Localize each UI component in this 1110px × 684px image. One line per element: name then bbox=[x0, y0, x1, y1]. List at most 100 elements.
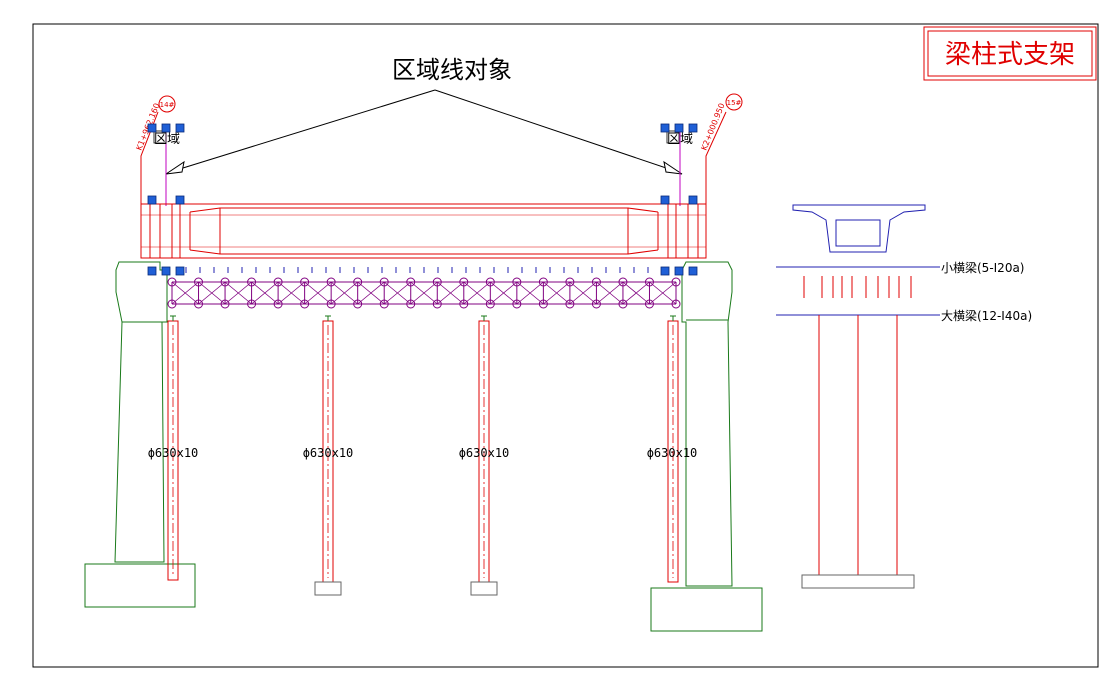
truss-node bbox=[300, 277, 310, 287]
truss-diagonal bbox=[410, 281, 438, 305]
truss-node bbox=[671, 299, 681, 309]
truss-node bbox=[220, 299, 230, 309]
grip-handle[interactable] bbox=[674, 123, 684, 133]
right-pier-number: 15# bbox=[727, 99, 742, 107]
box-girder bbox=[140, 203, 707, 259]
column-1-label: ϕ630x10 bbox=[148, 446, 199, 460]
callout: 区域线对象 bbox=[165, 56, 683, 175]
truss-node bbox=[167, 277, 177, 287]
truss-node bbox=[379, 277, 389, 287]
right-footing bbox=[650, 587, 763, 632]
truss-node bbox=[538, 299, 548, 309]
truss-node bbox=[194, 277, 204, 287]
left-pier-number: 14# bbox=[160, 101, 175, 109]
truss-node bbox=[406, 299, 416, 309]
callout-text: 区域线对象 bbox=[392, 56, 512, 84]
truss-node bbox=[167, 299, 177, 309]
grip-handle[interactable] bbox=[175, 123, 185, 133]
truss-diagonal bbox=[304, 281, 332, 305]
truss-node bbox=[512, 299, 522, 309]
truss-node bbox=[326, 277, 336, 287]
grip-handle[interactable] bbox=[660, 195, 670, 205]
truss-diagonal bbox=[516, 281, 544, 305]
grip-handle[interactable] bbox=[674, 266, 684, 276]
grip-handle[interactable] bbox=[688, 266, 698, 276]
steel-columns bbox=[167, 315, 679, 596]
small-beam-label: 小横梁(5-I20a) bbox=[941, 260, 1025, 275]
truss-node bbox=[591, 277, 601, 287]
truss-node bbox=[432, 277, 442, 287]
grip-handle[interactable] bbox=[147, 195, 157, 205]
column-3-label: ϕ630x10 bbox=[459, 446, 510, 460]
truss-node bbox=[565, 299, 575, 309]
truss-node bbox=[565, 277, 575, 287]
truss-diagonal bbox=[596, 281, 624, 305]
truss-diagonal bbox=[569, 281, 597, 305]
grip-handle[interactable] bbox=[147, 266, 157, 276]
column-4-label: ϕ630x10 bbox=[647, 446, 698, 460]
grip-handle[interactable] bbox=[660, 266, 670, 276]
small-cross-beams bbox=[185, 267, 677, 273]
left-region-label: 区域 bbox=[154, 132, 180, 147]
truss-node bbox=[353, 277, 363, 287]
truss-node bbox=[300, 299, 310, 309]
right-pier bbox=[650, 261, 763, 632]
truss-diagonal bbox=[198, 281, 226, 305]
truss-node bbox=[512, 277, 522, 287]
grip-handle[interactable] bbox=[660, 123, 670, 133]
right-pier-tag: 15# K2+000.950 bbox=[679, 93, 743, 206]
drawing-title: 梁柱式支架 bbox=[945, 40, 1075, 70]
truss-node bbox=[326, 299, 336, 309]
title-block: 梁柱式支架 bbox=[923, 26, 1097, 81]
right-region-label: 区域 bbox=[667, 132, 693, 147]
column-base bbox=[470, 581, 498, 596]
column-base bbox=[314, 581, 342, 596]
selection-grips[interactable] bbox=[147, 123, 698, 276]
truss-diagonal bbox=[383, 281, 411, 305]
truss-diagonal bbox=[543, 281, 571, 305]
truss-node bbox=[273, 299, 283, 309]
left-arrow-head bbox=[165, 160, 185, 175]
truss-diagonal bbox=[622, 281, 650, 305]
truss-diagonal bbox=[171, 281, 199, 305]
left-pier-tag: 14# K1+962.160 bbox=[135, 95, 176, 206]
grip-handle[interactable] bbox=[175, 266, 185, 276]
truss-node bbox=[618, 277, 628, 287]
truss-node bbox=[644, 277, 654, 287]
right-station: K2+000.950 bbox=[700, 102, 727, 152]
truss-node bbox=[273, 277, 283, 287]
large-beam-label: 大横梁(12-I40a) bbox=[941, 308, 1032, 323]
truss-diagonal bbox=[330, 281, 358, 305]
truss-node bbox=[406, 277, 416, 287]
truss-node bbox=[644, 299, 654, 309]
box-section bbox=[792, 204, 926, 253]
truss-node bbox=[671, 277, 681, 287]
truss-diagonal bbox=[463, 281, 491, 305]
grip-handle[interactable] bbox=[161, 123, 171, 133]
truss-node bbox=[459, 299, 469, 309]
truss-node bbox=[379, 299, 389, 309]
grip-handle[interactable] bbox=[688, 123, 698, 133]
truss-node bbox=[485, 277, 495, 287]
truss-diagonal bbox=[490, 281, 518, 305]
grip-handle[interactable] bbox=[175, 195, 185, 205]
truss-node bbox=[485, 299, 495, 309]
drawing-frame bbox=[32, 23, 1099, 668]
truss-diagonal bbox=[251, 281, 279, 305]
truss-diagonal bbox=[357, 281, 385, 305]
truss-node bbox=[618, 299, 628, 309]
truss-node bbox=[459, 277, 469, 287]
grip-handle[interactable] bbox=[147, 123, 157, 133]
truss-node bbox=[247, 277, 257, 287]
truss-diagonal bbox=[649, 281, 677, 305]
right-arrow-head bbox=[663, 160, 683, 175]
column-2-label: ϕ630x10 bbox=[303, 446, 354, 460]
truss-node bbox=[432, 299, 442, 309]
truss-diagonal bbox=[437, 281, 465, 305]
grip-handle[interactable] bbox=[161, 266, 171, 276]
grip-handle[interactable] bbox=[688, 195, 698, 205]
truss-node bbox=[247, 299, 257, 309]
truss-node bbox=[591, 299, 601, 309]
left-footing bbox=[84, 563, 196, 608]
